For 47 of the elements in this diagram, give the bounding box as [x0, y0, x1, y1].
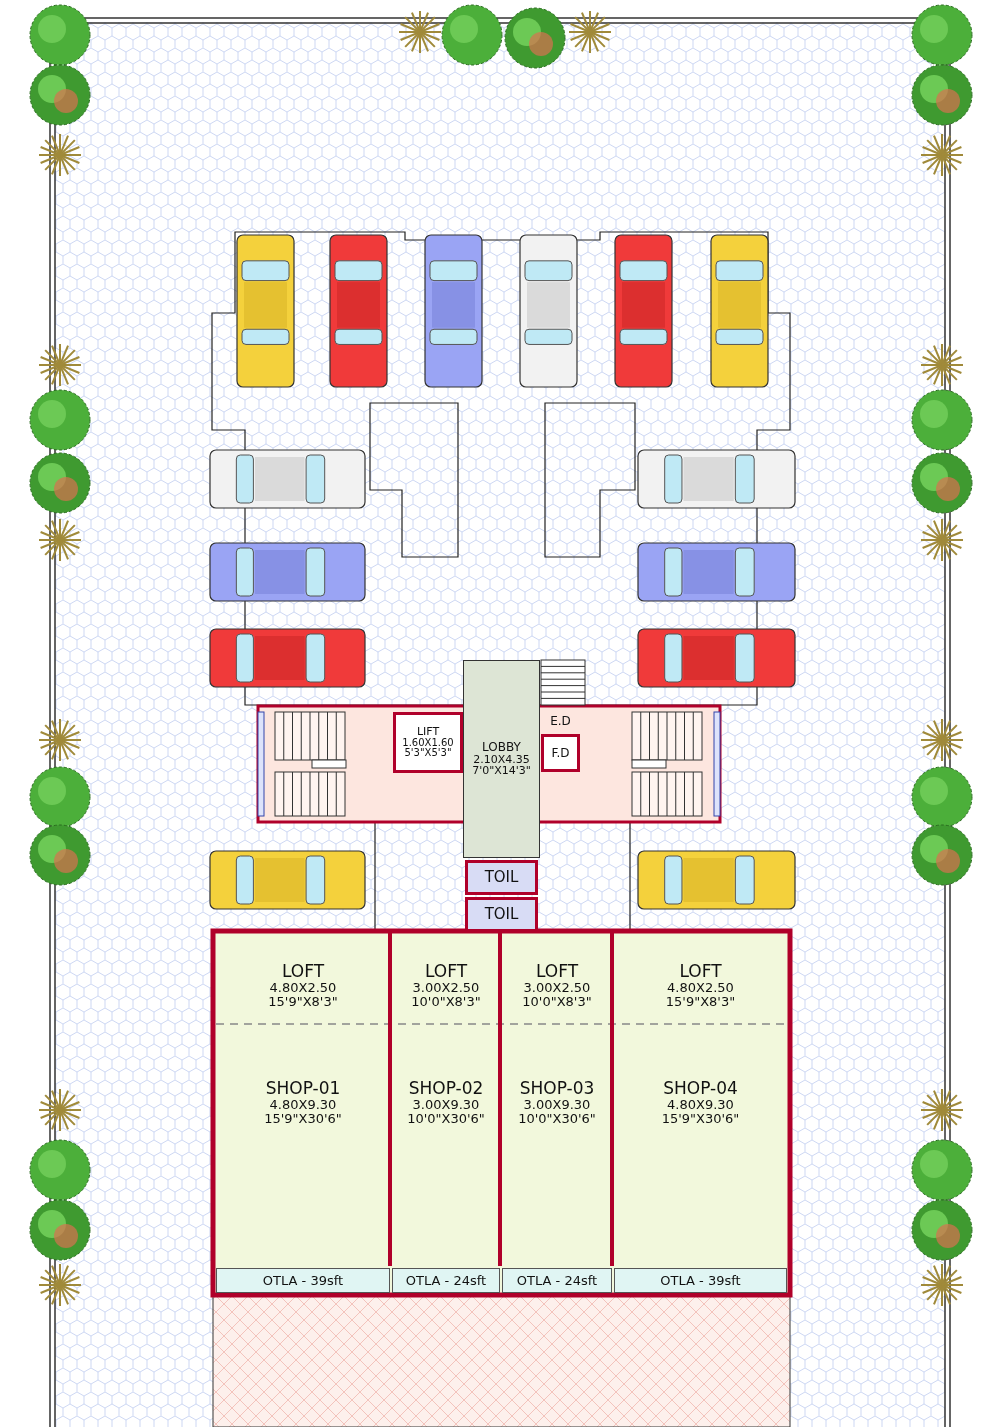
otla-strip [392, 1268, 500, 1293]
room-dimension: 4.80X2.50 [269, 981, 337, 995]
room-name: LOFT [679, 963, 722, 982]
room-dimension: 15'9"X30'6" [661, 1111, 740, 1126]
room-dimension: 4.80X2.50 [667, 981, 734, 995]
toilet-room [465, 860, 538, 895]
room-name: SHOP-02 [408, 1080, 484, 1099]
room-name: OTLA - 39sft [262, 1273, 344, 1288]
room-dimension: 3.00X9.30 [523, 1098, 591, 1112]
room-dimension: 3.00X2.50 [523, 981, 591, 995]
room-name: LOFT [424, 963, 468, 982]
lobby-room [463, 660, 540, 858]
room-name: OTLA - 39sft [660, 1273, 741, 1288]
room-dimension: 15'9"X30'6" [264, 1111, 342, 1126]
room-name: E.D [550, 714, 571, 728]
room-dimension: 4.80X9.30 [269, 1098, 337, 1112]
lift-room [393, 712, 463, 773]
room-name: SHOP-01 [265, 1080, 341, 1099]
otla-strip [502, 1268, 612, 1293]
room-name: LOFT [535, 963, 579, 982]
otla-strip [614, 1268, 787, 1293]
room-name: TOIL [484, 869, 519, 886]
room-dimension: 3.00X2.50 [412, 981, 480, 995]
room-dimension: 10'0"X8'3" [411, 994, 481, 1009]
room-dimension: 3.00X9.30 [412, 1098, 480, 1112]
room-name: OTLA - 24sft [516, 1273, 598, 1288]
room-dimension: 1.60X1.60 [402, 737, 454, 748]
room-dimension: 10'0"X8'3" [522, 994, 592, 1009]
room-dimension: 7'0"X14'3" [472, 765, 531, 777]
room-dimension: 5'3"X5'3" [404, 748, 452, 759]
room-name: TOIL [484, 906, 519, 923]
room-dimension: 4.80X9.30 [667, 1098, 734, 1112]
duct-room [541, 734, 580, 772]
room-name: F.D [551, 746, 570, 760]
room-dimension: 10'0"X30'6" [518, 1111, 596, 1126]
room-name: OTLA - 24sft [405, 1273, 487, 1288]
room-name: SHOP-03 [519, 1080, 595, 1099]
room-name: LOFT [281, 963, 325, 982]
room-dimension: 15'9"X8'3" [268, 994, 338, 1009]
room-dimension: 10'0"X30'6" [407, 1111, 485, 1126]
room-dimension: 15'9"X8'3" [665, 994, 736, 1009]
otla-strip [216, 1268, 390, 1293]
toilet-room [465, 897, 538, 932]
room-name: SHOP-04 [663, 1080, 738, 1099]
room-name: LOBBY [482, 741, 521, 754]
room-name: LIFT [416, 726, 440, 738]
room-dimension: 2.10X4.35 [473, 753, 530, 766]
